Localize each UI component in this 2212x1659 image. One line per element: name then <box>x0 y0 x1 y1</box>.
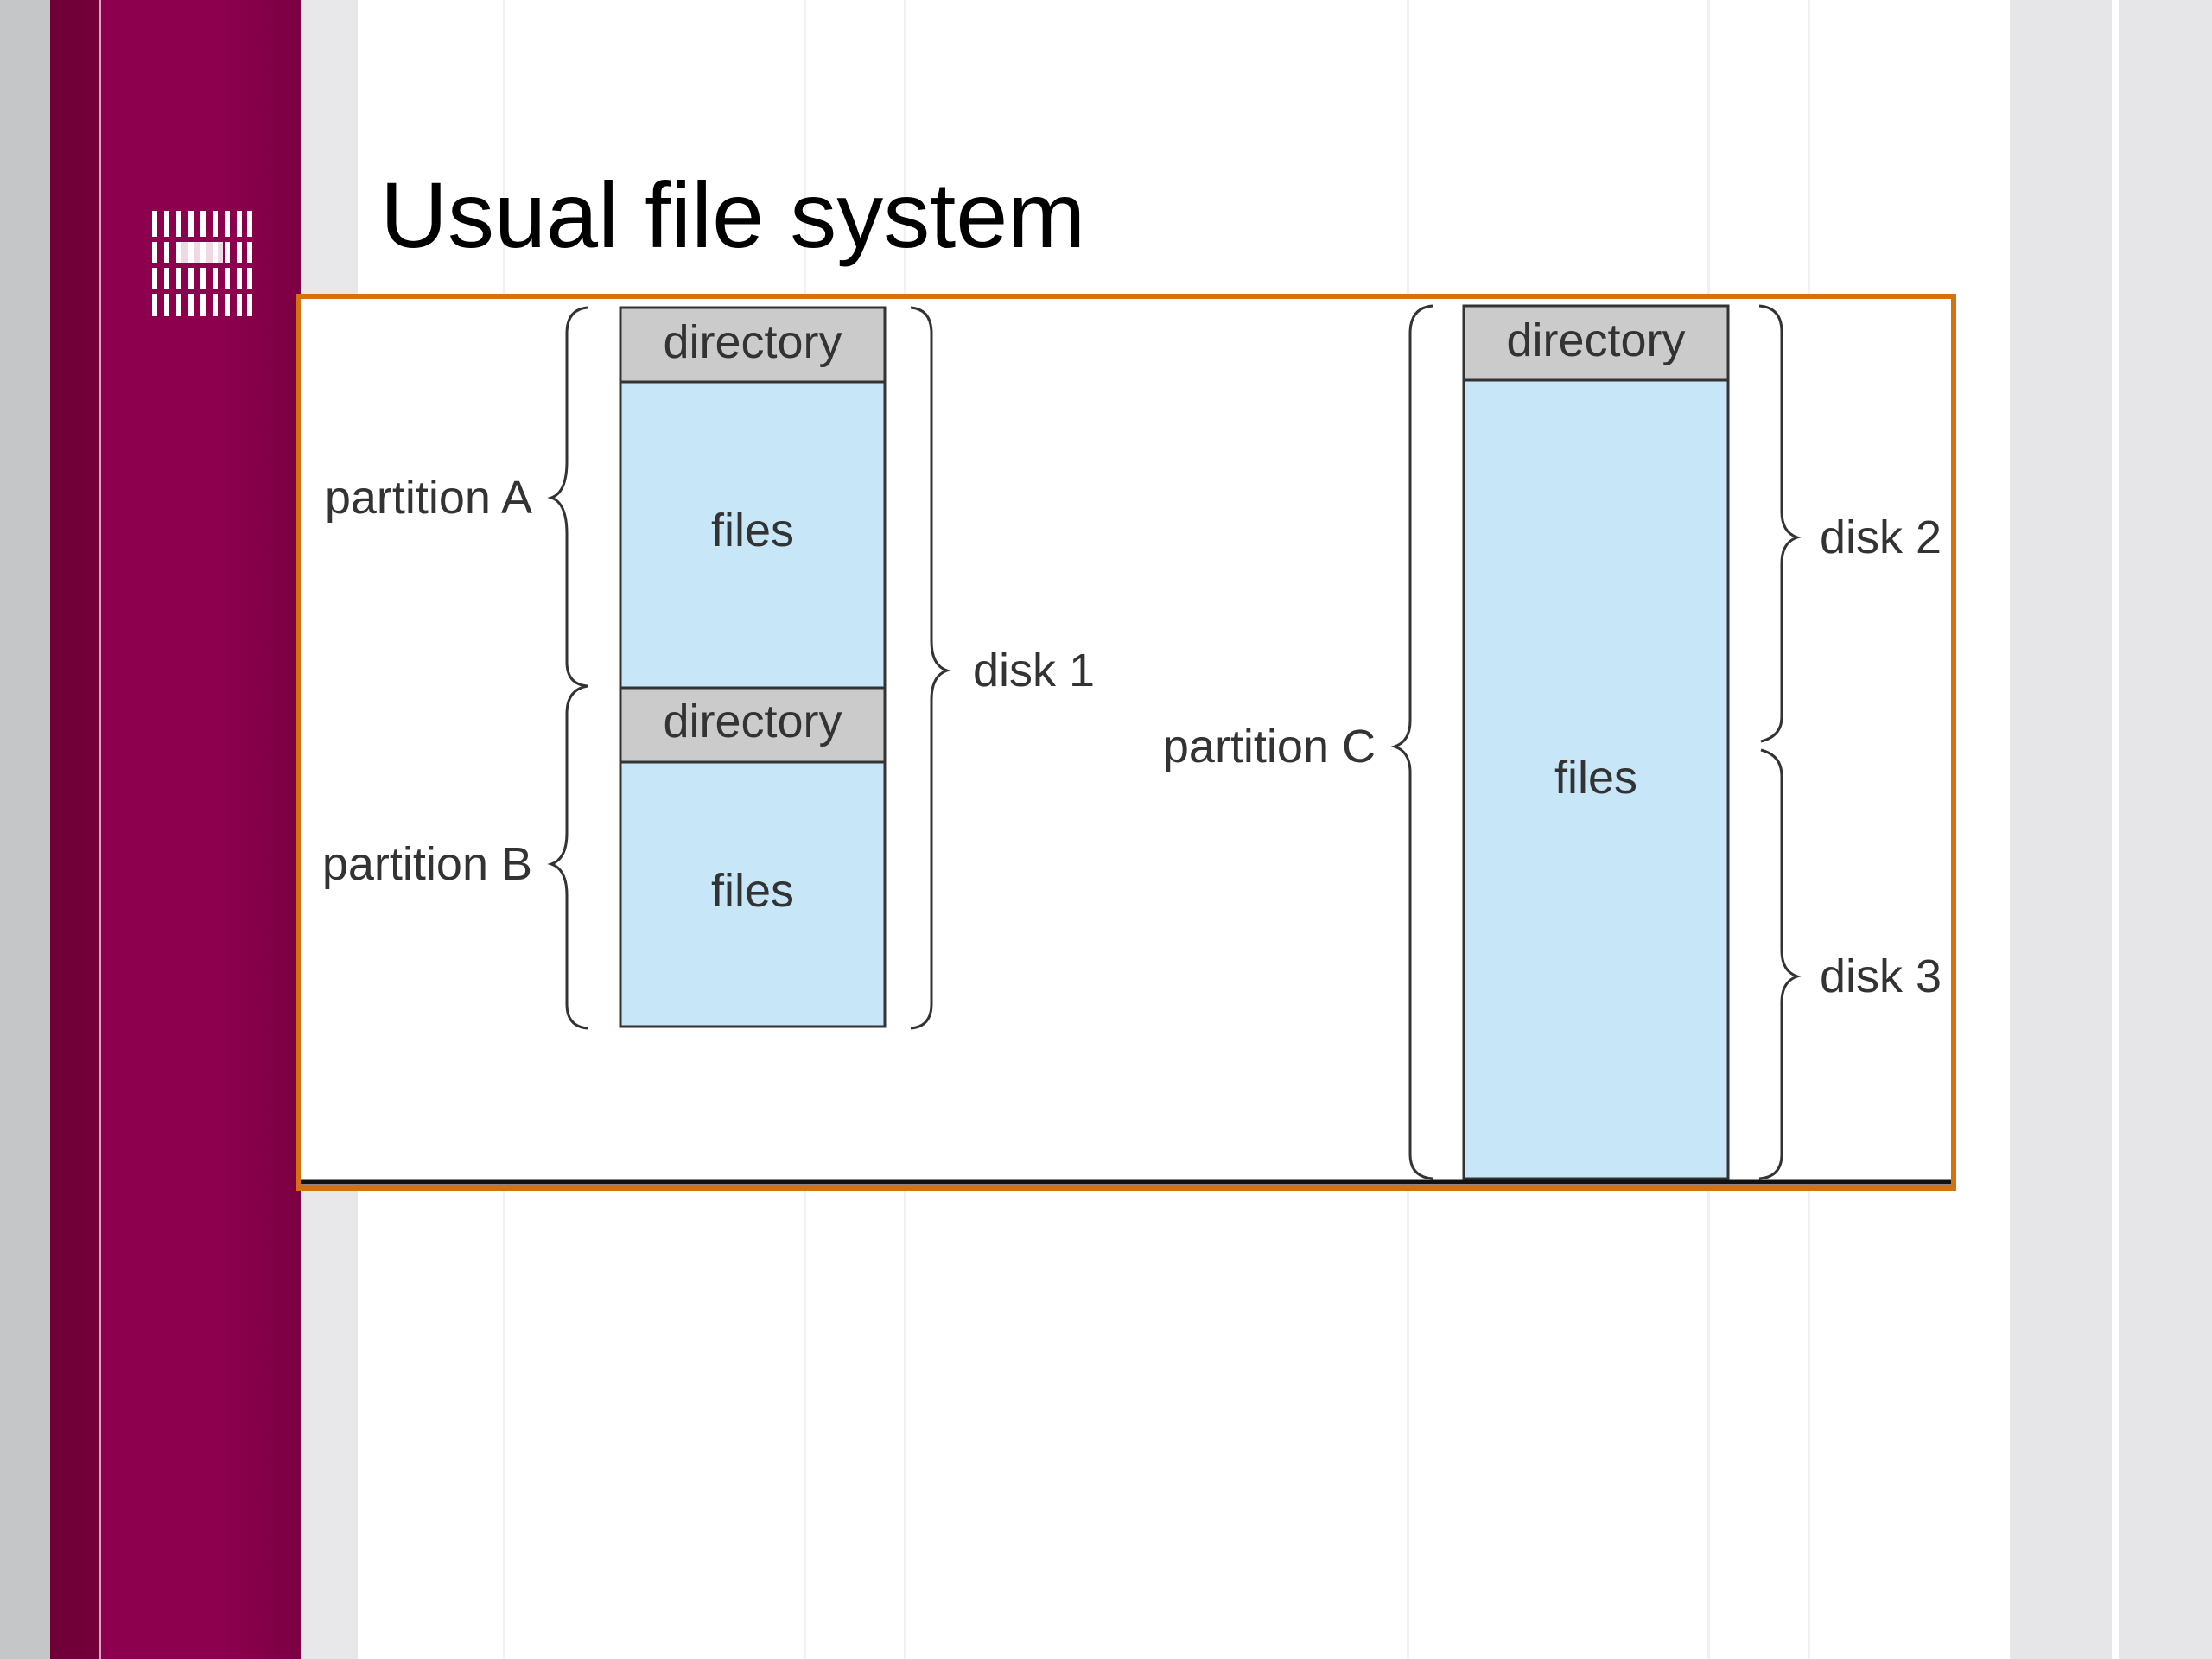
files-box <box>619 760 887 1028</box>
background-left-margin <box>0 0 50 1659</box>
files-box <box>1462 378 1730 1180</box>
slide-title: Usual file system <box>380 162 1086 267</box>
partition-a-label: partition A <box>325 472 532 524</box>
background-right-stripe <box>2112 0 2119 1659</box>
file-system-diagram: directory files directory files partitio… <box>301 304 1951 1185</box>
disk-2-label: disk 2 <box>1820 512 1942 563</box>
disk-2-brace <box>1758 304 1802 743</box>
partition-b-label: partition B <box>322 838 532 890</box>
directory-box <box>619 686 887 764</box>
sidebar-divider-line <box>99 0 101 1659</box>
files-label: files <box>711 505 794 556</box>
directory-box <box>619 306 887 384</box>
directory-label: directory <box>1506 315 1685 366</box>
slide-sidebar <box>50 0 301 1659</box>
files-label: files <box>1554 752 1637 804</box>
disk-3-brace <box>1758 748 1802 1180</box>
background-right-margin <box>2010 0 2212 1659</box>
partition-a-brace <box>547 306 588 688</box>
disk-1-brace <box>910 306 951 1030</box>
diagram-frame: directory files directory files partitio… <box>296 294 1956 1191</box>
partition-c-brace <box>1390 304 1433 1180</box>
disk-1-label: disk 1 <box>973 645 1095 696</box>
partition-c-label: partition C <box>1163 721 1376 772</box>
directory-label: directory <box>663 316 842 368</box>
directory-label: directory <box>663 696 842 747</box>
logo-grid-icon <box>150 211 254 316</box>
directory-box <box>1462 304 1730 382</box>
disk-3-label: disk 3 <box>1820 950 1942 1002</box>
partition-b-brace <box>547 684 588 1030</box>
files-box <box>619 380 887 690</box>
files-label: files <box>711 865 794 917</box>
